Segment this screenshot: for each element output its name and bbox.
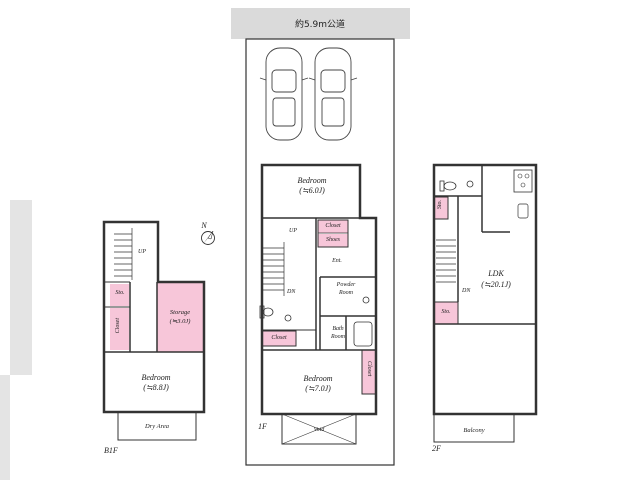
1f-bedroom-bottom-label: Bedroom <box>303 374 333 383</box>
2f-ldk-size: (≒20.1J) <box>481 280 511 289</box>
1f-bedroom-top-label: Bedroom <box>297 176 327 185</box>
1f-closet-right-label: Closet <box>366 361 372 377</box>
b1f-sto-fill <box>110 284 129 306</box>
road <box>231 8 410 39</box>
1f-plan <box>259 163 378 445</box>
1f-closet-top-fill <box>318 220 348 233</box>
1f-bath-label: Bath <box>332 326 344 332</box>
2f-dn-label: DN <box>462 288 471 294</box>
b1f-closet-fill <box>110 308 129 350</box>
1f-floor-label: 1F <box>258 422 267 431</box>
b1f-sto-label: Sto. <box>115 290 125 296</box>
b1f-storage-label: Storage <box>169 309 191 316</box>
b1f-plan <box>102 220 206 441</box>
2f-sto-left-fill <box>434 302 458 324</box>
side-bar-lower <box>0 375 10 480</box>
b1f-bedroom-size: (≒8.8J) <box>143 383 169 392</box>
2f-sto-top-label: Sto. <box>437 200 443 210</box>
1f-closet-top-label: Closet <box>325 223 341 229</box>
b1f-bedroom-label: Bedroom <box>141 373 171 382</box>
b1f-dry-area-label: Dry Area <box>144 423 170 430</box>
road-label: 約5.9m公道 <box>294 20 346 30</box>
2f-sto-left-label: Sto. <box>441 309 451 315</box>
1f-bedroom-top-size: (≒6.0J) <box>299 186 325 195</box>
2f-floor-label: 2F <box>432 444 441 453</box>
car-right <box>308 47 358 141</box>
car-left <box>259 47 309 141</box>
1f-shoes-fill <box>318 234 348 247</box>
north-arrow <box>201 230 215 245</box>
compass-label: N <box>201 221 207 230</box>
b1f-up-label: UP <box>138 249 146 255</box>
side-bar-upper <box>10 200 32 375</box>
1f-bedroom-bottom-size: (≒7.0J) <box>305 384 331 393</box>
property-boundary-1f <box>245 38 395 466</box>
1f-closet-left-fill <box>262 331 296 346</box>
2f-ldk-label: LDK <box>488 269 504 278</box>
1f-closet-right-fill <box>362 350 376 394</box>
b1f-floor-label: B1F <box>104 446 118 455</box>
1f-ent-label: Ent. <box>332 258 342 264</box>
1f-bath-label-2: Room <box>331 334 345 340</box>
1f-void-label: Void <box>313 427 325 433</box>
1f-shoes-label: Shoes <box>326 237 340 243</box>
1f-powder-label-2: Room <box>339 290 353 296</box>
2f-sto-top-fill <box>434 197 448 219</box>
1f-up-label: UP <box>289 228 297 234</box>
2f-plan <box>432 163 538 443</box>
1f-dn-label: DN <box>287 289 296 295</box>
1f-powder-label: Powder <box>336 282 356 288</box>
b1f-storage-size: (≒3.0J) <box>169 318 191 325</box>
b1f-closet-label: Closet <box>115 318 121 334</box>
b1f-storage-fill <box>157 282 203 352</box>
1f-closet-left-label: Closet <box>271 335 287 341</box>
2f-balcony-label: Balcony <box>463 427 485 434</box>
